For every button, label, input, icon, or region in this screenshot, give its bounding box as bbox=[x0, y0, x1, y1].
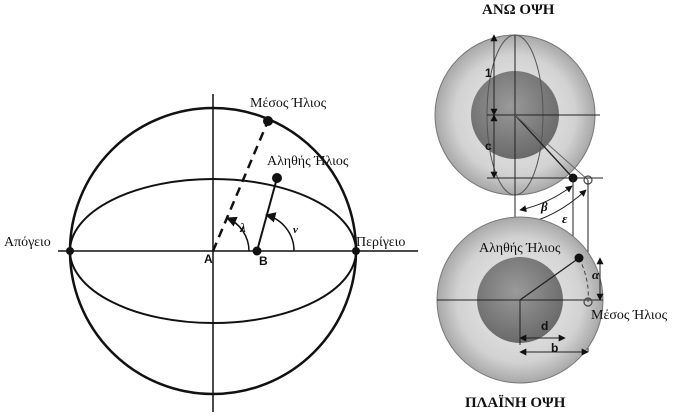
true-sun-dot bbox=[272, 173, 282, 183]
side-view-title: ΠΛΑΪΝΗ ΟΨΗ bbox=[465, 395, 566, 411]
apogee-label: Απόγειο bbox=[4, 235, 51, 250]
beta-label: β bbox=[541, 199, 548, 214]
side-mean-sun-label: Μέσος Ήλιος bbox=[591, 308, 668, 323]
mean-sun-label: Μέσος Ήλιος bbox=[250, 96, 327, 111]
nu-label: ν bbox=[293, 224, 298, 236]
dim-c-label: c bbox=[485, 139, 492, 153]
side-mean-sun-dot bbox=[583, 297, 593, 307]
mean-sun-radius bbox=[211, 120, 270, 252]
top-view-sphere bbox=[434, 34, 603, 196]
dim-b-label: b bbox=[551, 341, 559, 355]
point-a-label: A bbox=[204, 252, 213, 266]
epsilon-label: ε bbox=[562, 211, 568, 226]
side-true-sun-dot bbox=[574, 253, 584, 263]
nu-angle-arc bbox=[264, 212, 295, 252]
top-radius-line-2 bbox=[514, 114, 589, 181]
side-true-sun-label: Αληθής Ήλιος bbox=[479, 241, 561, 256]
alpha-label: α bbox=[592, 267, 600, 282]
mean-sun-dot bbox=[263, 116, 273, 126]
perigee-dot bbox=[352, 247, 360, 255]
perigee-label: Περίγειο bbox=[356, 235, 406, 250]
left-orbit-diagram bbox=[58, 94, 418, 412]
lambda-label: λ bbox=[240, 220, 246, 235]
top-radius-line bbox=[514, 114, 574, 179]
point-b-label: B bbox=[259, 254, 268, 268]
side-view-sphere bbox=[436, 216, 604, 384]
top-view-title: ΑΝΩ ΟΨΗ bbox=[482, 2, 555, 18]
side-radius-line bbox=[519, 257, 580, 301]
apogee-dot bbox=[66, 247, 74, 255]
dim-d-label: d bbox=[541, 319, 549, 333]
true-sun-label: Αληθής Ήλιος bbox=[267, 154, 349, 169]
point-b-dot bbox=[252, 246, 262, 256]
dim-1-label: 1 bbox=[485, 66, 492, 80]
lambda-angle-arc bbox=[226, 216, 250, 252]
